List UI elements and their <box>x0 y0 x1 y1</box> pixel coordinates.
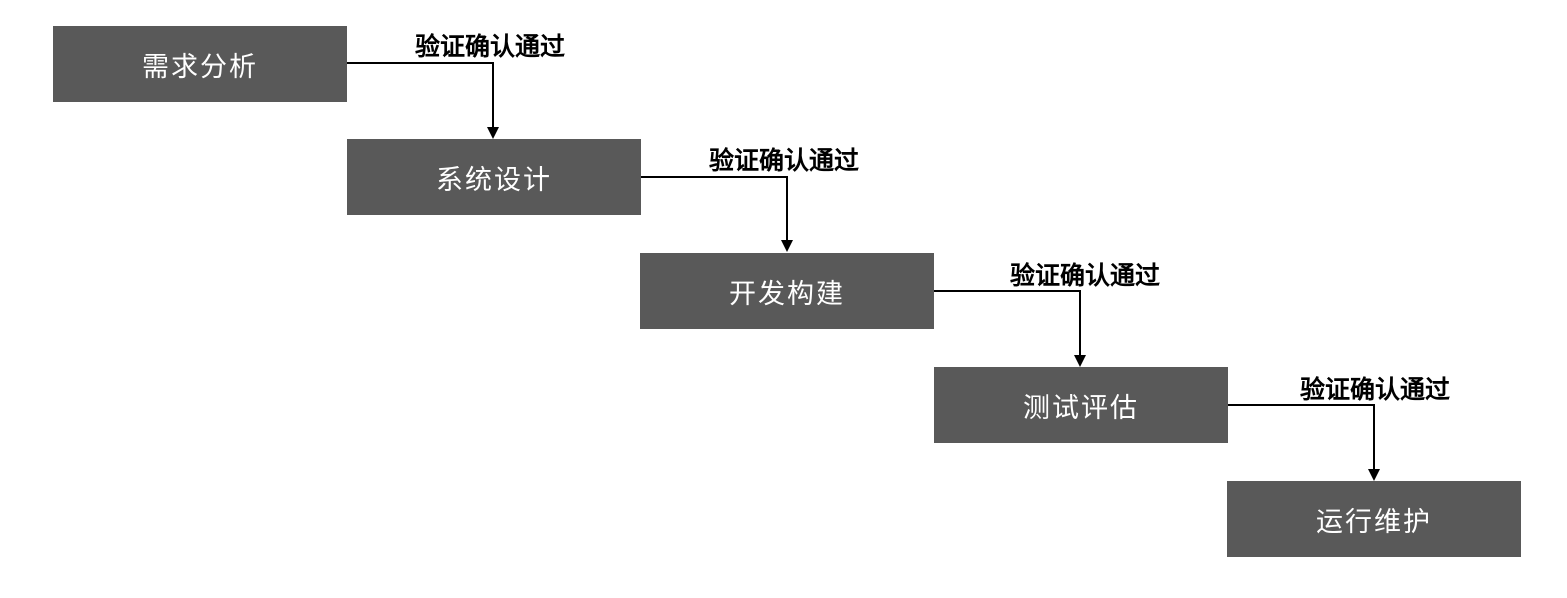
connector-arrow-3 <box>934 290 1086 367</box>
transition-label-3: 验证确认通过 <box>1010 261 1161 290</box>
stage-label: 运行维护 <box>1316 506 1432 538</box>
stage-label: 开发构建 <box>729 278 845 310</box>
stage-label: 系统设计 <box>436 164 552 196</box>
transition-label-2: 验证确认通过 <box>709 146 860 175</box>
connector-arrow-1 <box>347 62 499 139</box>
stage-label: 测试评估 <box>1023 392 1139 424</box>
stage-system-design: 系统设计 <box>347 139 641 215</box>
stage-testing-evaluation: 测试评估 <box>934 367 1228 443</box>
transition-label-4: 验证确认通过 <box>1300 375 1451 404</box>
transition-label-1: 验证确认通过 <box>415 32 566 61</box>
connector-arrow-2 <box>640 176 793 252</box>
stage-label: 需求分析 <box>142 51 258 83</box>
stage-requirements-analysis: 需求分析 <box>53 26 347 102</box>
stage-operation-maintenance: 运行维护 <box>1227 481 1521 557</box>
stage-development-build: 开发构建 <box>640 253 934 329</box>
connector-arrow-4 <box>1227 404 1380 481</box>
